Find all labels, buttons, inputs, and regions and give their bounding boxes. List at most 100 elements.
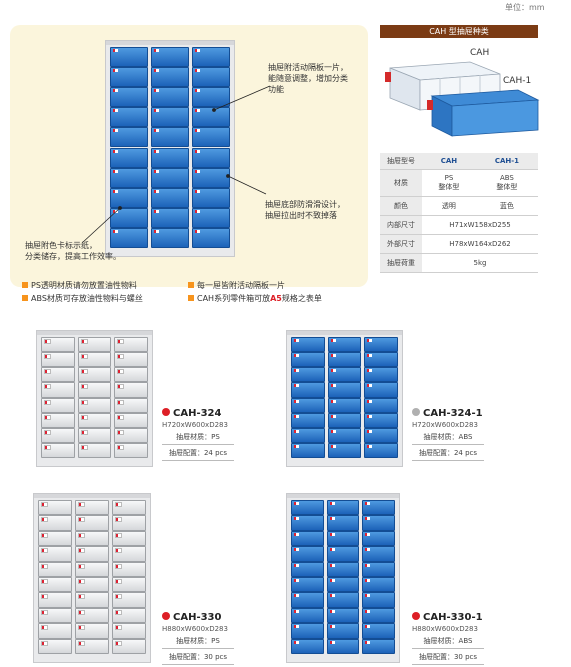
label-card-icon bbox=[78, 609, 85, 615]
gray-dot-icon bbox=[412, 408, 420, 416]
drawer bbox=[75, 623, 109, 639]
label-card-icon bbox=[330, 399, 336, 403]
drawer bbox=[112, 561, 146, 577]
drawer bbox=[77, 427, 112, 443]
model-config: 抽屉配置：30 pcs bbox=[412, 652, 484, 665]
spec-label: 材质 bbox=[380, 169, 422, 197]
product-caption-cah-330-1: CAH-330-1 H880xW600xD283 抽屉材质：ABS 抽屉配置：3… bbox=[412, 612, 484, 665]
label-card-icon bbox=[44, 429, 51, 435]
drawer bbox=[38, 546, 72, 562]
label-card-icon bbox=[80, 399, 88, 405]
drawer bbox=[291, 367, 325, 383]
label-card-icon bbox=[195, 129, 200, 133]
drawer-column bbox=[291, 337, 325, 458]
label-card-icon bbox=[113, 189, 118, 193]
label-card-icon bbox=[367, 399, 373, 403]
model-dims: H720xW600xD283 bbox=[412, 421, 478, 429]
drawer bbox=[327, 427, 362, 443]
label-card-icon bbox=[115, 609, 122, 615]
product-image-cah-324 bbox=[36, 330, 153, 467]
drawer bbox=[38, 623, 72, 639]
label-card-icon bbox=[365, 594, 371, 598]
label-card-icon bbox=[41, 625, 48, 631]
drawer bbox=[77, 337, 112, 353]
label-card-icon bbox=[294, 609, 299, 613]
drawer bbox=[110, 227, 148, 248]
label-card-icon bbox=[294, 563, 299, 567]
drawer bbox=[112, 530, 146, 547]
label-card-icon bbox=[41, 594, 48, 600]
label-card-icon bbox=[329, 548, 335, 552]
label-card-icon bbox=[41, 548, 48, 554]
label-card-icon bbox=[113, 109, 118, 113]
bullet-square-icon bbox=[188, 295, 194, 301]
label-card-icon bbox=[115, 532, 122, 538]
label-card-icon bbox=[115, 502, 122, 507]
drawer bbox=[291, 577, 324, 593]
label-card-icon bbox=[41, 563, 48, 569]
spec-value: 透明 bbox=[422, 196, 476, 216]
drawer bbox=[38, 500, 72, 516]
label-card-icon bbox=[329, 579, 335, 582]
drawer bbox=[151, 187, 189, 208]
drawer bbox=[291, 442, 325, 458]
drawer bbox=[326, 577, 360, 593]
label-card-icon bbox=[154, 149, 159, 153]
label-card-icon bbox=[329, 609, 335, 613]
model-material: 抽屉材质：PS bbox=[162, 432, 234, 445]
label-card-icon bbox=[154, 69, 159, 73]
spec-table: 抽屉型号 CAH CAH-1 材质 PS 整体型 ABS 整体型 颜色 透明 蓝… bbox=[380, 153, 538, 273]
label-card-icon bbox=[113, 169, 118, 173]
drawer bbox=[114, 442, 148, 458]
drawer-column bbox=[75, 500, 109, 654]
label-card-icon bbox=[154, 229, 159, 233]
label-card-icon bbox=[154, 209, 159, 213]
label-card-icon bbox=[80, 339, 88, 344]
spec-row-material: 材质 PS 整体型 ABS 整体型 bbox=[380, 169, 538, 197]
drawer bbox=[326, 623, 360, 639]
drawer bbox=[38, 638, 72, 654]
label-card-icon bbox=[113, 49, 118, 52]
label-card-icon bbox=[44, 339, 51, 344]
label-card-icon bbox=[117, 369, 125, 375]
drawer bbox=[327, 382, 362, 398]
spec-header-cah1: CAH-1 bbox=[475, 153, 538, 170]
label-card-icon bbox=[80, 354, 88, 360]
drawer bbox=[327, 412, 362, 428]
drawer bbox=[291, 623, 324, 639]
drawer bbox=[291, 546, 324, 562]
product-image-cah-330 bbox=[33, 493, 151, 663]
drawer bbox=[151, 167, 189, 188]
drawer bbox=[364, 427, 398, 443]
drawer bbox=[114, 367, 148, 383]
drawer bbox=[326, 500, 360, 516]
label-card-icon bbox=[365, 502, 371, 505]
drawer bbox=[364, 412, 398, 428]
drawer bbox=[41, 397, 75, 413]
drawer bbox=[362, 500, 395, 516]
label-card-icon bbox=[80, 444, 88, 450]
drawer bbox=[291, 427, 325, 443]
drawer bbox=[114, 337, 148, 353]
drawer bbox=[362, 515, 395, 531]
drawer bbox=[110, 87, 148, 108]
drawer bbox=[364, 442, 398, 458]
drawer bbox=[151, 87, 189, 108]
drawer bbox=[364, 367, 398, 383]
label-card-icon bbox=[41, 502, 48, 507]
drawer bbox=[114, 352, 148, 368]
drawer bbox=[192, 127, 230, 148]
label-card-icon bbox=[330, 444, 336, 448]
drawer bbox=[291, 412, 325, 428]
label-card-icon bbox=[113, 149, 118, 153]
label-card-icon bbox=[78, 594, 85, 600]
feature-item: PS透明材质请勿放置油性物料 bbox=[22, 280, 137, 291]
label-card-icon bbox=[330, 384, 336, 388]
product-caption-cah-330: CAH-330 H880xW600xD283 抽屉材质：PS 抽屉配置：30 p… bbox=[162, 612, 234, 665]
label-card-icon bbox=[294, 517, 299, 521]
drawer bbox=[151, 147, 189, 168]
drawer bbox=[192, 207, 230, 228]
model-config: 抽屉配置：30 pcs bbox=[162, 652, 234, 665]
label-card-icon bbox=[329, 563, 335, 567]
label-card-icon bbox=[329, 625, 335, 629]
